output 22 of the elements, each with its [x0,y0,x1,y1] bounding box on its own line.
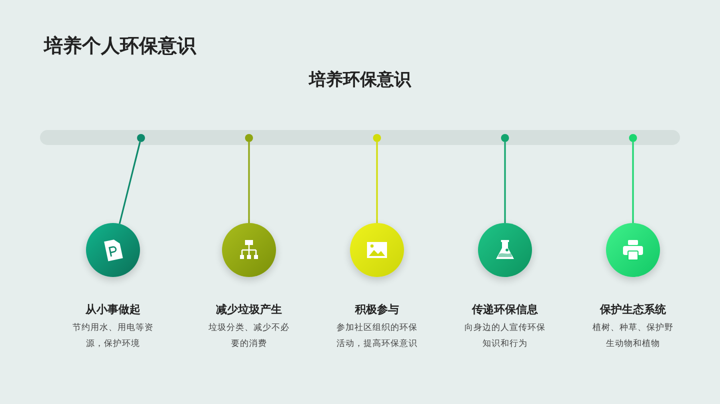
step-heading: 传递环保信息 [470,302,539,317]
step-description: 植树、种草、保护野生动物和植物 [592,322,674,351]
icon-circle [86,223,140,277]
icon-circle [350,223,404,277]
icon-circle [478,223,532,277]
connector-line [248,142,250,223]
icon-circle [222,223,276,277]
step-description: 垃圾分类、减少不必要的消费 [208,322,290,351]
icon-circle [606,223,660,277]
connector-line [504,142,506,223]
step-description: 节约用水、用电等资源，保护环境 [72,322,154,351]
subtitle: 培养环保意识 [309,70,411,90]
title: 培养个人环保意识 [44,34,196,59]
connector-line [376,142,378,223]
step-heading: 积极参与 [354,302,400,317]
step-heading: 减少垃圾产生 [215,302,283,317]
connector-line [118,142,141,224]
connector-line [632,142,634,223]
step-heading: 从小事做起 [84,302,142,317]
step-description: 参加社区组织的环保活动，提高环保意识 [336,322,418,351]
step-description: 向身边的人宣传环保知识和行为 [464,322,546,351]
step-heading: 保护生态系统 [598,302,667,317]
